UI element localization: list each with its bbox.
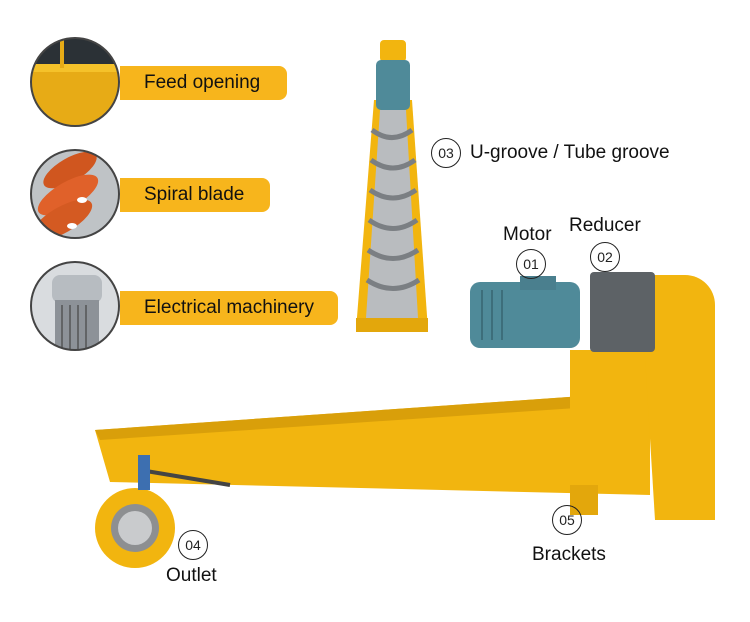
reducer-number-badge: 02: [590, 242, 620, 272]
horizontal-screw-conveyor: [95, 272, 715, 568]
motor-number-badge: 01: [516, 249, 546, 279]
brackets-label: Brackets: [532, 544, 606, 565]
feed-opening-thumbnail: [30, 37, 120, 127]
groove-label: U-groove / Tube groove: [470, 142, 670, 163]
outlet-number-badge: 04: [178, 530, 208, 560]
callout-spiral-blade: Spiral blade: [120, 178, 270, 212]
spiral-blade-thumbnail: [30, 149, 120, 239]
reducer-label: Reducer: [569, 215, 641, 236]
groove-number-badge: 03: [431, 138, 461, 168]
brackets-number-badge: 05: [552, 505, 582, 535]
callout-feed-opening: Feed opening: [120, 66, 287, 100]
outlet-label: Outlet: [166, 565, 217, 586]
callout-electrical-machinery: Electrical machinery: [120, 291, 338, 325]
motor-label: Motor: [503, 224, 552, 245]
electrical-machinery-thumbnail: [30, 261, 120, 351]
u-groove-trough: [356, 40, 428, 332]
